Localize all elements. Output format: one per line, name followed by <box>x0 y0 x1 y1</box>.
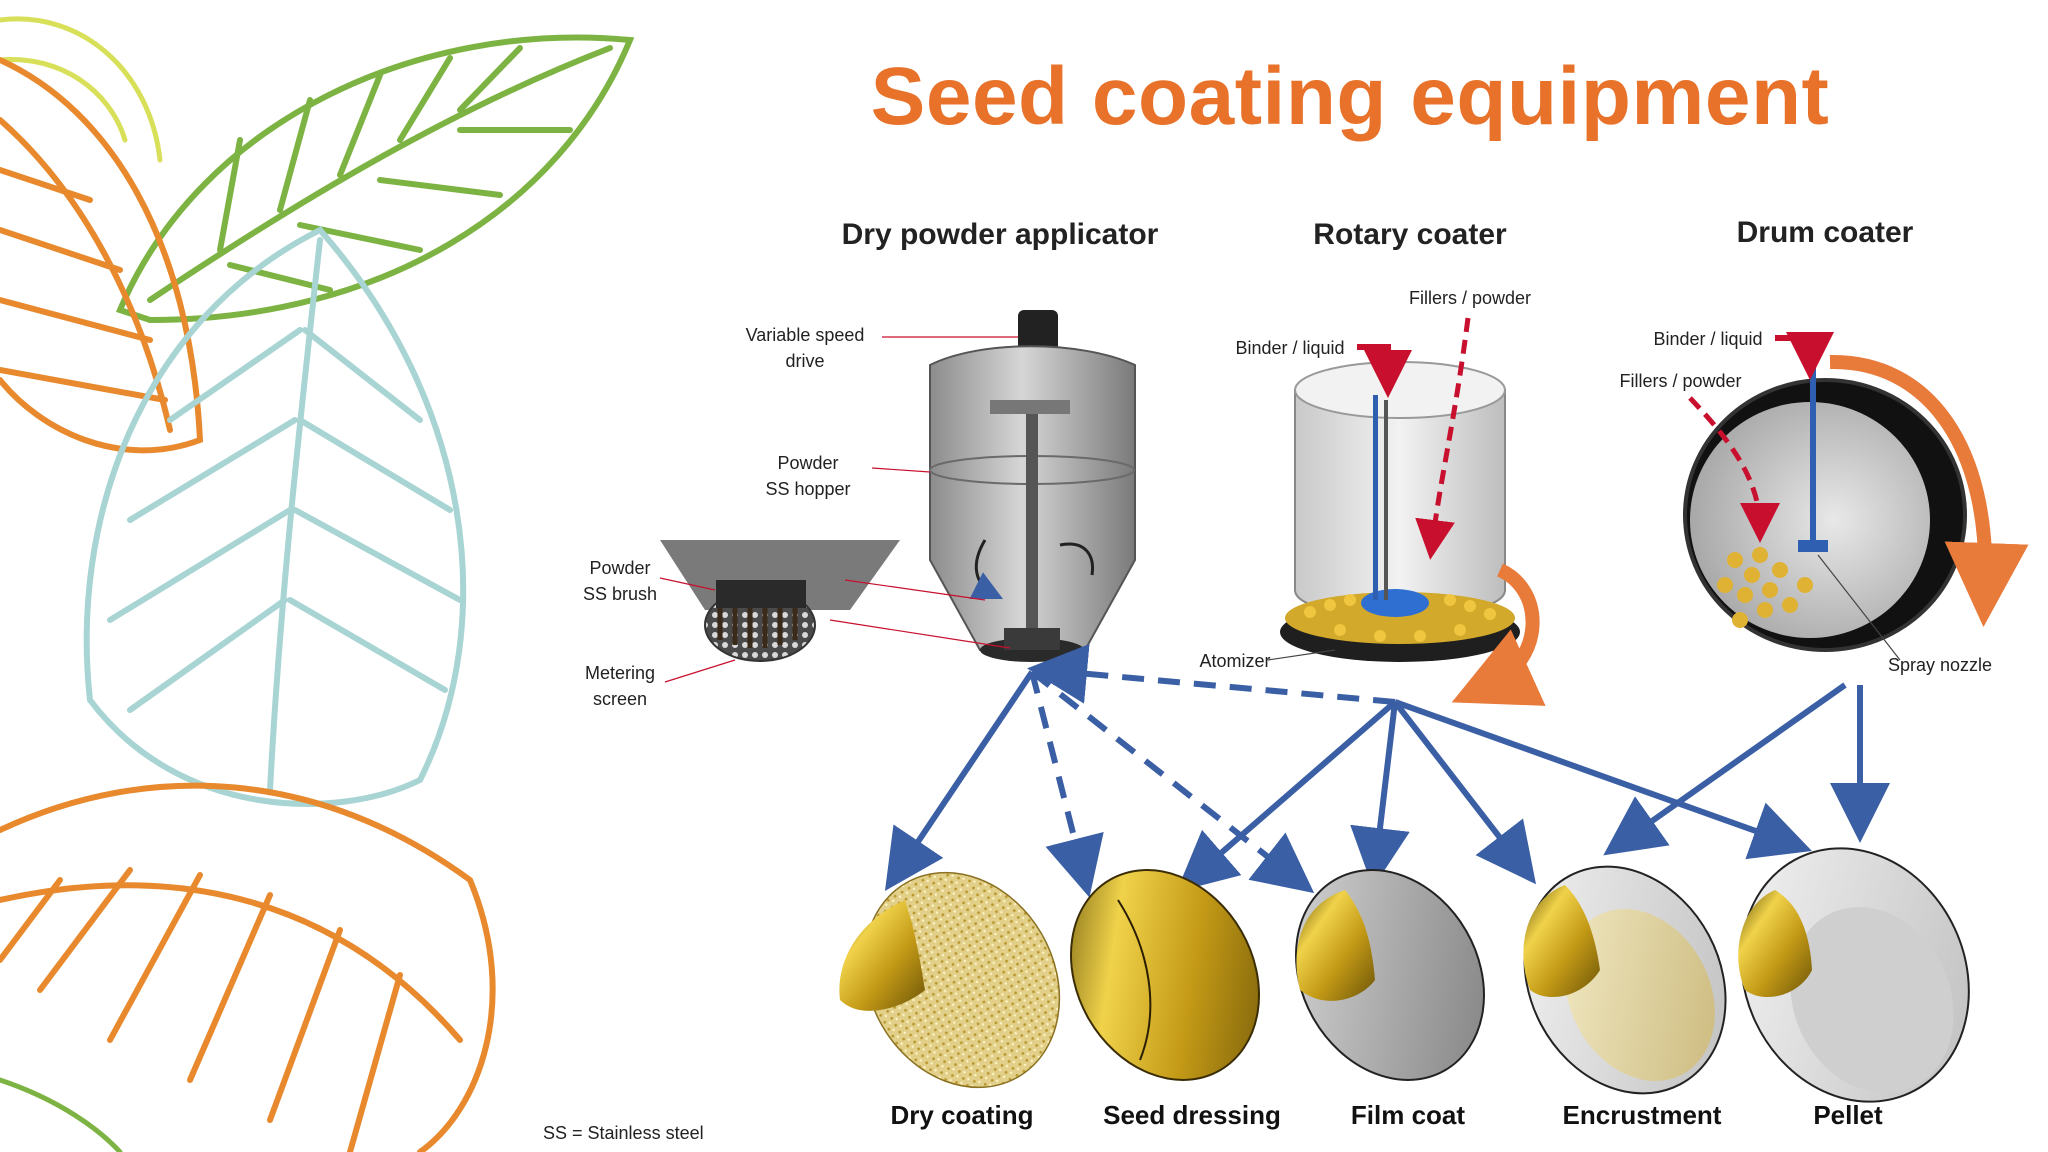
label-spray-nozzle: Spray nozzle <box>1887 655 1993 675</box>
label-powder-ss-hopper: Powder SS hopper <box>765 453 851 499</box>
coating-label-film-coat: Film coat <box>1350 1100 1466 1130</box>
seed-seed-dressing <box>1070 869 1260 1081</box>
label-atomizer: Atomizer <box>1199 651 1271 671</box>
coating-label-dry-coating: Dry coating <box>890 1100 1034 1130</box>
label-metering-screen: Metering screen <box>584 663 656 709</box>
footnote: SS = Stainless steel <box>543 1123 704 1143</box>
seed-encrustment <box>1523 865 1727 1095</box>
rotary-coater-illustration <box>1267 317 1546 706</box>
seed-film-coat <box>1295 869 1485 1081</box>
label-drum-fillers-powder: Fillers / powder <box>1619 371 1742 391</box>
heading-rotary-coater: Rotary coater <box>1313 218 1507 251</box>
label-rotary-binder-liquid: Binder / liquid <box>1235 338 1345 358</box>
seed-pellet <box>1738 847 1970 1103</box>
label-rotary-fillers-powder: Fillers / powder <box>1408 288 1532 308</box>
label-powder-ss-brush: Powder SS brush <box>582 558 658 604</box>
coating-label-pellet: Pellet <box>1813 1100 1883 1130</box>
flow-arrows <box>884 643 1890 898</box>
drum-coater-illustration <box>1683 332 2029 661</box>
coating-label-encrustment: Encrustment <box>1562 1100 1722 1130</box>
dry-powder-applicator-illustration <box>659 310 1136 683</box>
label-variable-speed-drive: Variable speed drive <box>745 325 865 371</box>
heading-drum-coater: Drum coater <box>1736 216 1914 249</box>
heading-dry-powder-applicator: Dry powder applicator <box>841 218 1159 251</box>
label-drum-binder-liquid: Binder / liquid <box>1653 329 1763 349</box>
coating-label-seed-dressing: Seed dressing <box>1103 1100 1281 1130</box>
seed-dry-coating <box>839 871 1061 1089</box>
page-title: Seed coating equipment <box>870 51 1830 142</box>
leaf-decoration <box>0 16 635 1152</box>
